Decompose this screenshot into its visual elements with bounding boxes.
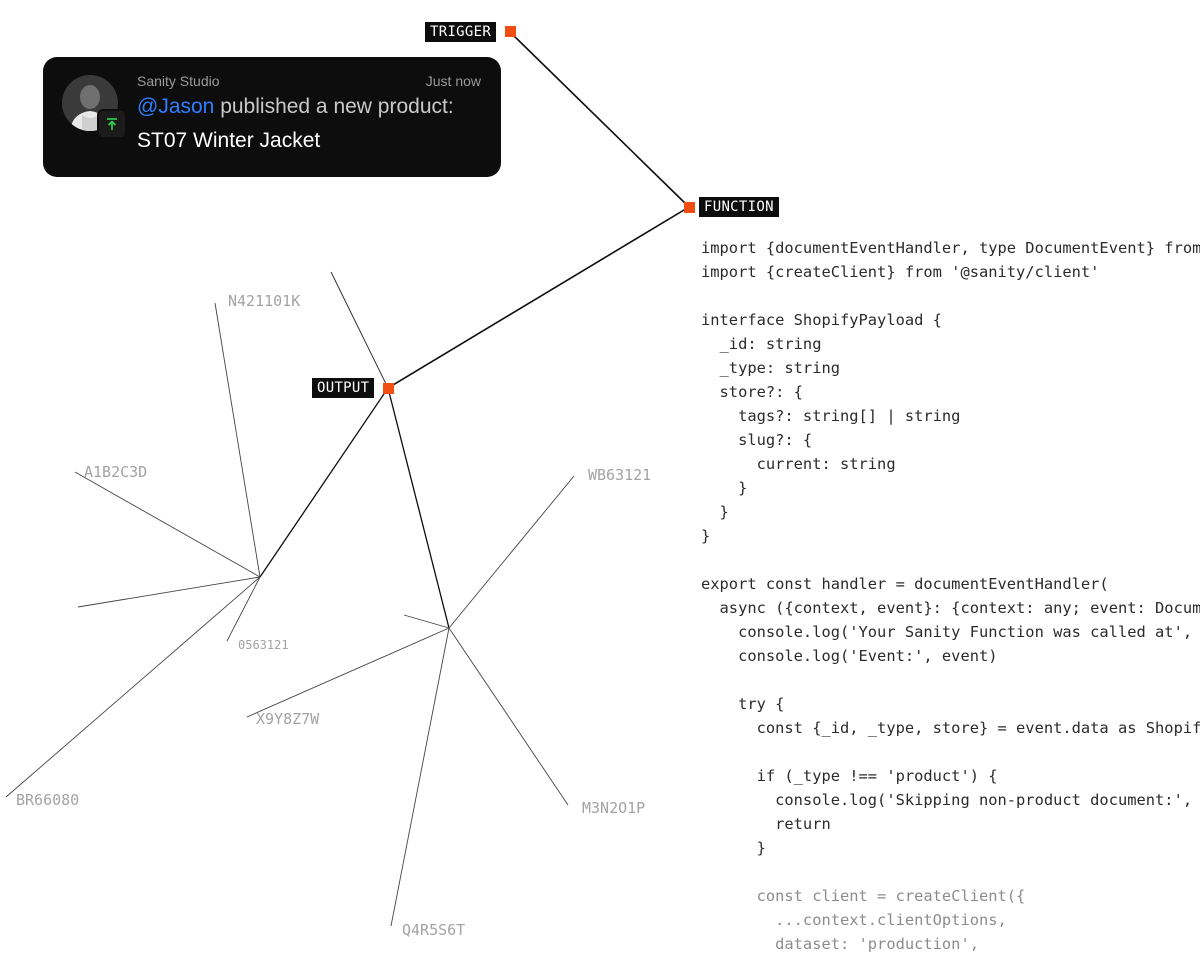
edge-function-output [387,206,690,389]
edge-output-up [330,271,389,389]
code-line: } [701,527,711,545]
code-line: return [701,815,831,833]
code-line: console.log('Skipping non-product docume… [701,791,1193,809]
trigger-tag: TRIGGER [425,22,497,42]
code-line: current: string [701,455,896,473]
code-line: const client = createClient({ [701,887,1026,905]
edge-output-hub-right [387,387,450,629]
code-line: export const handler = documentEventHand… [701,575,1109,593]
publish-icon [97,109,127,139]
output-node[interactable] [383,383,394,394]
code-line: import {documentEventHandler, type Docum… [701,239,1200,257]
code-line: if (_type !== 'product') { [701,767,998,785]
notification-app-name: Sanity Studio [137,73,220,89]
tree-label-a1b2c3d: A1B2C3D [84,463,147,481]
code-line: store?: { [701,383,803,401]
edge-output-hub-left [259,387,389,578]
code-line [701,668,1200,692]
function-node[interactable] [684,202,695,213]
code-line: dataset: 'production', [701,935,979,953]
code-line [701,860,1200,884]
user-mention[interactable]: @Jason [137,95,215,118]
notification-product[interactable]: ST07 Winter Jacket [137,129,321,152]
code-line [701,284,1200,308]
code-line: interface ShopifyPayload { [701,311,942,329]
code-line: console.log('Event:', event) [701,647,998,665]
tree-label-br66080: BR66080 [16,791,79,809]
code-line: ...context.clientOptions, [701,911,1007,929]
right-hub-branches [246,475,575,927]
tree-label-m3n2o1p: M3N2O1P [582,799,645,817]
code-line [701,548,1200,572]
code-line: import {createClient} from '@sanity/clie… [701,263,1100,281]
notification-message-text: published a new product: [214,95,454,118]
tree-label-q4r5s6t: Q4R5S6T [402,921,465,939]
code-line: console.log('Your Sanity Function was ca… [701,623,1193,641]
code-line: } [701,839,766,857]
tree-label-0563121: 0563121 [238,638,289,652]
tree-label-n421101k: N421101K [228,292,300,310]
code-line: try { [701,695,785,713]
code-panel: import {documentEventHandler, type Docum… [701,236,1200,960]
code-line: } [701,503,729,521]
notification-time: Just now [425,73,481,89]
code-line: } [701,479,748,497]
code-line [701,740,1200,764]
code-line: _id: string [701,335,822,353]
notification-card[interactable]: Sanity Studio Just now @Jason published … [43,57,501,177]
code-line: tags?: string[] | string [701,407,961,425]
tree-label-x9y8z7w: X9Y8Z7W [256,710,320,728]
code-line: _type: string [701,359,840,377]
notification-message: @Jason published a new product: [137,95,454,119]
edge-trigger-function [509,31,690,208]
code-line: const {_id, _type, store} = event.data a… [701,719,1200,737]
function-tag: FUNCTION [699,197,779,217]
code-line: async ({context, event}: {context: any; … [701,599,1200,617]
tree-label-wb63121: WB63121 [588,466,651,484]
output-tag: OUTPUT [312,378,375,398]
trigger-node[interactable] [505,26,516,37]
left-hub-branches [5,302,261,798]
code-line: slug?: { [701,431,813,449]
